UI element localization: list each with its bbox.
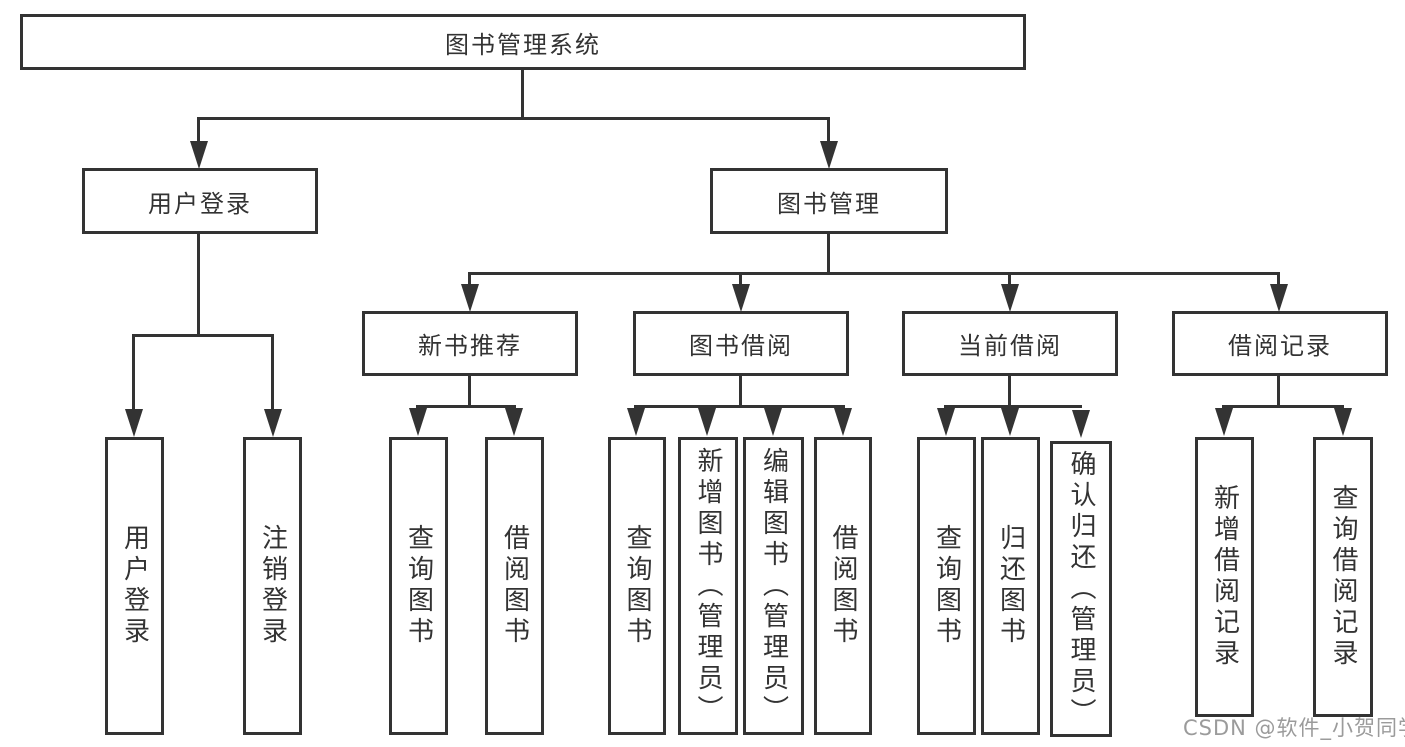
arrowhead-current-return-icon xyxy=(1001,408,1019,436)
arrowhead-new-book-icon xyxy=(461,284,479,312)
node-borrow-records: 借阅记录 xyxy=(1172,311,1388,376)
arrowhead-records-add-icon xyxy=(1215,408,1233,436)
node-root: 图书管理系统 xyxy=(20,14,1026,70)
connector-borrow-records-hbar xyxy=(1222,405,1344,408)
node-borrow-records-label: 借阅记录 xyxy=(1228,332,1332,360)
leaf-borrowing-query-books-label: 查询图书 xyxy=(622,524,652,648)
arrowhead-leaf-user-login-icon xyxy=(125,409,143,437)
connector-book-borrowing-hbar xyxy=(634,405,845,408)
node-book-borrowing-label: 图书借阅 xyxy=(689,332,793,360)
connector-new-book-hbar xyxy=(416,405,516,408)
connector-book-mgmt-stem xyxy=(827,234,830,274)
connector-to-current-borrowing-line xyxy=(1008,272,1011,286)
leaf-user-login: 用户登录 xyxy=(105,437,164,735)
connector-to-book-borrowing-line xyxy=(739,272,742,286)
node-book-borrowing: 图书借阅 xyxy=(633,311,849,376)
leaf-recommend-query-books-label: 查询图书 xyxy=(403,524,434,648)
connector-book-borrowing-stem xyxy=(739,376,742,407)
leaf-records-query-record-label: 查询借阅记录 xyxy=(1328,484,1358,670)
leaf-borrowing-query-books: 查询图书 xyxy=(608,437,666,735)
arrowhead-recommend-borrow-icon xyxy=(505,408,523,436)
leaf-borrowing-borrow-books-label: 借阅图书 xyxy=(828,524,858,648)
connector-root-to-user-login-line xyxy=(197,117,200,143)
connector-current-borrowing-hbar xyxy=(944,405,1082,408)
connector-root-hbar xyxy=(197,117,830,120)
leaf-current-return-books-label: 归还图书 xyxy=(995,524,1026,648)
connector-user-login-stem xyxy=(197,234,200,336)
connector-to-new-book-line xyxy=(468,272,471,286)
connector-to-leaf-logout-line xyxy=(271,334,274,411)
leaf-current-query-books: 查询图书 xyxy=(917,437,976,735)
node-root-label: 图书管理系统 xyxy=(445,30,601,59)
leaf-current-query-books-label: 查询图书 xyxy=(931,524,962,648)
watermark: CSDN @软件_小贺同学 xyxy=(1183,716,1405,740)
leaf-current-confirm-return-admin: 确认归还（管理员） xyxy=(1050,441,1112,737)
node-new-book-recommend: 新书推荐 xyxy=(362,311,578,376)
node-current-borrowing-label: 当前借阅 xyxy=(958,332,1062,360)
arrowhead-book-borrowing-icon xyxy=(732,284,750,312)
leaf-records-add-record-label: 新增借阅记录 xyxy=(1209,484,1240,670)
leaf-borrowing-add-books-admin: 新增图书（管理员） xyxy=(678,437,738,735)
leaf-current-confirm-return-admin-label: 确认归还（管理员） xyxy=(1066,449,1096,729)
node-new-book-recommend-label: 新书推荐 xyxy=(418,332,522,360)
leaf-logout: 注销登录 xyxy=(243,437,302,735)
connector-current-borrowing-stem xyxy=(1008,376,1011,407)
leaf-borrowing-borrow-books: 借阅图书 xyxy=(814,437,872,735)
arrowhead-borrowing-edit-icon xyxy=(764,408,782,436)
leaf-recommend-borrow-books: 借阅图书 xyxy=(485,437,544,735)
arrowhead-borrowing-query-icon xyxy=(627,408,645,436)
arrowhead-current-borrowing-icon xyxy=(1001,284,1019,312)
arrowhead-current-query-icon xyxy=(937,408,955,436)
node-current-borrowing: 当前借阅 xyxy=(902,311,1118,376)
leaf-borrowing-add-books-admin-label: 新增图书（管理员） xyxy=(693,446,723,726)
arrowhead-leaf-logout-icon xyxy=(264,409,282,437)
connector-root-stem xyxy=(521,69,524,119)
arrowhead-records-query-icon xyxy=(1334,408,1352,436)
leaf-records-query-record: 查询借阅记录 xyxy=(1313,437,1373,717)
node-book-management: 图书管理 xyxy=(710,168,948,234)
leaf-records-add-record: 新增借阅记录 xyxy=(1195,437,1254,717)
connector-to-leaf-user-login-line xyxy=(132,334,135,411)
leaf-user-login-label: 用户登录 xyxy=(119,524,150,648)
arrowhead-user-login-icon xyxy=(190,141,208,169)
leaf-logout-label: 注销登录 xyxy=(257,524,288,648)
arrowhead-book-mgmt-icon xyxy=(820,141,838,169)
node-user-login-group: 用户登录 xyxy=(82,168,318,234)
arrowhead-recommend-query-icon xyxy=(409,408,427,436)
node-book-management-label: 图书管理 xyxy=(777,189,881,218)
arrowhead-borrowing-borrow-icon xyxy=(834,408,852,436)
arrowhead-current-confirm-icon xyxy=(1072,410,1090,438)
connector-borrow-records-stem xyxy=(1277,376,1280,407)
leaf-borrowing-edit-books-admin-label: 编辑图书（管理员） xyxy=(758,446,789,726)
arrowhead-borrow-records-icon xyxy=(1270,284,1288,312)
leaf-current-return-books: 归还图书 xyxy=(981,437,1040,735)
connector-book-mgmt-hbar xyxy=(468,272,1280,275)
connector-new-book-stem xyxy=(468,376,471,407)
connector-to-borrow-records-line xyxy=(1277,272,1280,286)
leaf-recommend-query-books: 查询图书 xyxy=(389,437,448,735)
connector-user-login-hbar xyxy=(132,334,274,337)
leaf-borrowing-edit-books-admin: 编辑图书（管理员） xyxy=(743,437,804,735)
arrowhead-borrowing-add-icon xyxy=(698,408,716,436)
leaf-recommend-borrow-books-label: 借阅图书 xyxy=(499,524,530,648)
connector-root-to-book-mgmt-line xyxy=(827,117,830,143)
node-user-login-group-label: 用户登录 xyxy=(148,189,252,218)
